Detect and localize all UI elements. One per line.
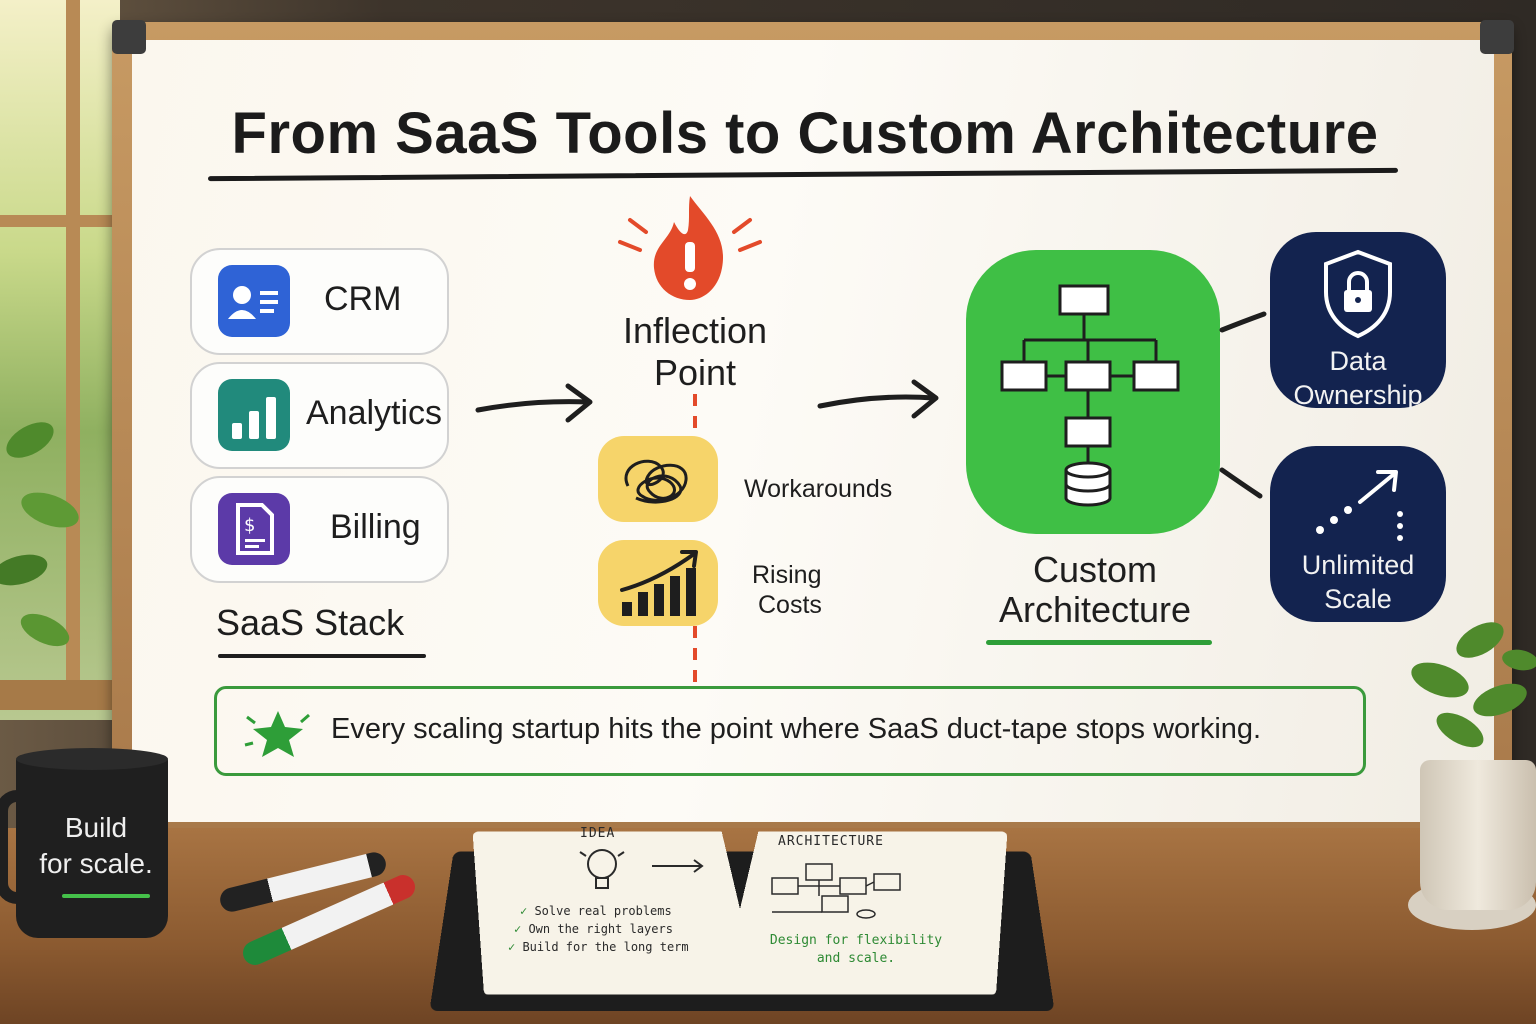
check-icon: ✓ (508, 940, 523, 954)
plant-right (1411, 622, 1536, 748)
message-banner: Every scaling startup hits the point whe… (214, 686, 1366, 776)
board-title: From SaaS Tools to Custom Architecture (231, 101, 1379, 166)
plant-left (0, 422, 79, 647)
right-note-line2: and scale. (816, 951, 896, 966)
right-note-line1: Design for flexibility (769, 933, 943, 948)
saas-card-label: CRM (324, 280, 402, 318)
notebook-right-note: Design for flexibility and scale. (766, 932, 946, 968)
custom-architecture-label: Custom Architecture (960, 550, 1230, 630)
saas-card-analytics: Analytics (190, 362, 449, 469)
benefit-data-ownership: Data Ownership (1270, 232, 1446, 410)
mug-text-line2: for scale. (39, 848, 153, 879)
custom-architecture-block (966, 250, 1220, 534)
notebook-checklist-item: ✓ Build for the long term (508, 940, 689, 954)
frame-corner (1480, 20, 1514, 54)
mug (16, 755, 168, 938)
invoice-icon: $ (218, 493, 290, 565)
rising-costs-line1: Rising (752, 561, 822, 589)
window-frame (0, 215, 120, 227)
connector-lines (1219, 311, 1267, 499)
benefit-label: Data Ownership (1270, 344, 1446, 412)
custom-underline (986, 640, 1212, 645)
architecture-diagram-icon (1000, 284, 1180, 507)
arrow-right-icon (817, 379, 939, 419)
mug-rim (16, 748, 168, 770)
rising-bars-icon (620, 550, 698, 616)
check-icon: ✓ (514, 922, 529, 936)
lightbulb-icon (579, 849, 704, 889)
saas-card-billing: $ Billing (190, 476, 449, 583)
svg-text:$: $ (244, 515, 255, 536)
plant-pot (1420, 760, 1536, 910)
banner-text: Every scaling startup hits the point whe… (331, 713, 1262, 745)
saas-card-crm: CRM (190, 248, 449, 355)
flame-alert-icon (618, 196, 762, 300)
contact-card-icon (218, 265, 290, 337)
saas-card-label: Billing (330, 508, 421, 546)
shield-lock-icon (1324, 249, 1392, 339)
saas-stack-label: SaaS Stack (216, 602, 405, 643)
notebook-right-header: ARCHITECTURE (778, 834, 884, 849)
saas-stack-underline (218, 654, 426, 658)
arrow-right-icon (475, 383, 593, 423)
checklist-text: Solve real problems (534, 904, 672, 918)
benefit-label-line2: Ownership (1293, 380, 1423, 410)
notebook-checklist-item: ✓ Solve real problems (520, 904, 672, 918)
workarounds-pill (598, 436, 718, 522)
mug-text: Build for scale. (26, 810, 166, 882)
notebook-checklist-item: ✓ Own the right layers (514, 922, 673, 936)
inflection-label-line2: Point (653, 352, 737, 393)
benefit-label: Unlimited Scale (1270, 548, 1446, 616)
custom-label-line1: Custom (1032, 549, 1158, 590)
dotted-arrow-up-icon (1316, 470, 1403, 541)
rising-costs-label: Rising Costs (752, 560, 822, 620)
window (0, 0, 120, 720)
custom-label-line2: Architecture (998, 589, 1192, 630)
notebook-left-header: IDEA (580, 826, 616, 841)
notebook-diagram-sketch (771, 863, 901, 919)
mug-underline (62, 894, 150, 898)
star-icon (244, 711, 310, 757)
checklist-text: Own the right layers (528, 922, 673, 936)
checklist-text: Build for the long term (522, 940, 689, 954)
check-icon: ✓ (520, 904, 535, 918)
benefit-label-line1: Data (1329, 346, 1387, 376)
rising-costs-line2: Costs (758, 591, 822, 619)
benefit-label-line2: Scale (1324, 584, 1392, 614)
bar-chart-icon (218, 379, 290, 451)
benefit-label-line1: Unlimited (1301, 550, 1415, 580)
rising-costs-pill (598, 540, 718, 626)
window-sill (0, 680, 120, 710)
workarounds-label: Workarounds (744, 475, 893, 503)
tangle-icon (624, 459, 688, 504)
saas-card-label: Analytics (306, 394, 443, 432)
dashed-divider (693, 394, 697, 684)
inflection-label: Inflection Point (580, 310, 810, 394)
benefit-unlimited-scale: Unlimited Scale (1270, 446, 1446, 622)
frame-corner (112, 20, 146, 54)
mug-text-line1: Build (64, 812, 128, 843)
inflection-label-line1: Inflection (622, 310, 768, 351)
